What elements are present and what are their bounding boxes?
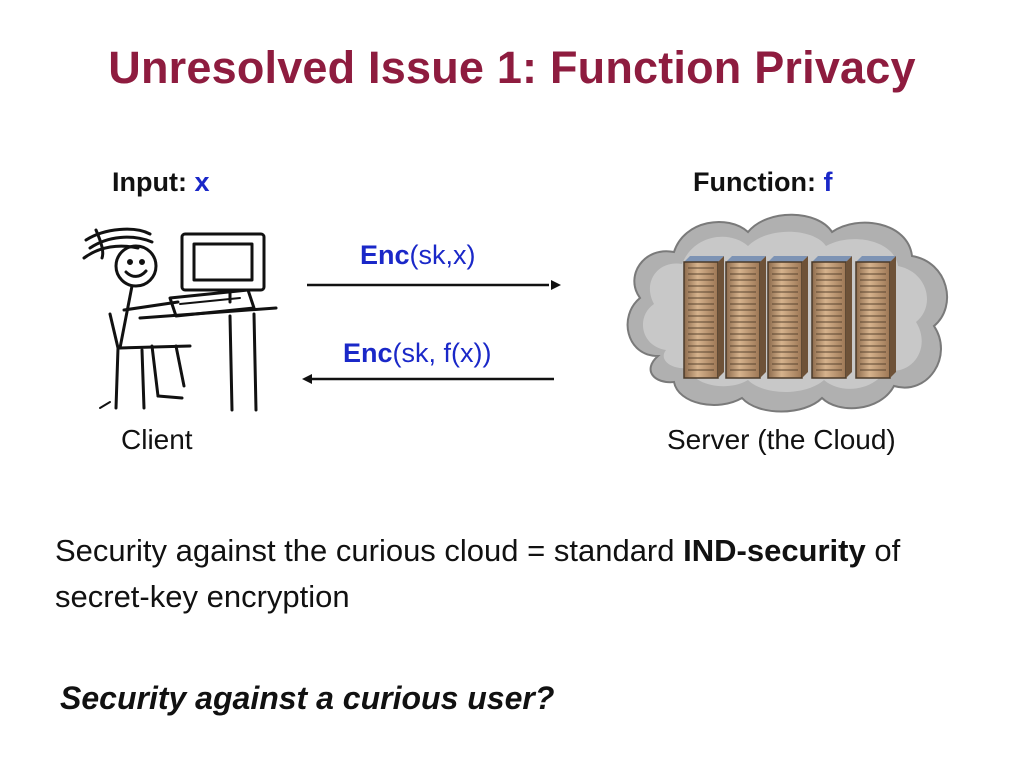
input-variable: x — [194, 167, 210, 197]
server-caption: Server (the Cloud) — [667, 424, 896, 455]
message-enc-fx-bold: Enc — [343, 338, 393, 368]
security-statement-part2: of secret-key encryption — [55, 533, 901, 614]
server-rack-icon — [767, 256, 808, 379]
arrow-client-to-server — [307, 280, 561, 290]
message-enc-fx-rest: (sk, f(x)) — [392, 338, 492, 368]
message-enc-x: Enc(sk,x) — [360, 240, 476, 271]
server-rack-icon — [811, 256, 852, 379]
function-variable: f — [823, 167, 833, 197]
message-enc-fx: Enc(sk, f(x)) — [343, 338, 492, 369]
slide-title: Unresolved Issue 1: Function Privacy — [108, 42, 916, 93]
message-enc-x-bold: Enc — [360, 240, 410, 270]
curious-user-question: Security against a curious user? — [60, 680, 555, 716]
function-label: Function: f — [693, 167, 832, 198]
cloud-server-icon — [626, 213, 949, 413]
security-statement-bold: IND-security — [683, 533, 866, 568]
client-drawing-icon — [82, 227, 278, 412]
input-label: Input: x — [112, 167, 210, 198]
arrow-server-to-client — [302, 374, 554, 384]
security-statement-part1: Security against the curious cloud = sta… — [55, 533, 684, 568]
security-statement: Security against the curious cloud = sta… — [55, 528, 975, 620]
function-label-text: Function: — [693, 167, 816, 197]
message-enc-x-rest: (sk,x) — [409, 240, 476, 270]
input-label-text: Input: — [112, 167, 187, 197]
server-rack-icon — [855, 256, 896, 379]
server-rack-icon — [683, 256, 724, 379]
server-rack-icon — [725, 256, 766, 379]
client-caption: Client — [121, 424, 193, 455]
